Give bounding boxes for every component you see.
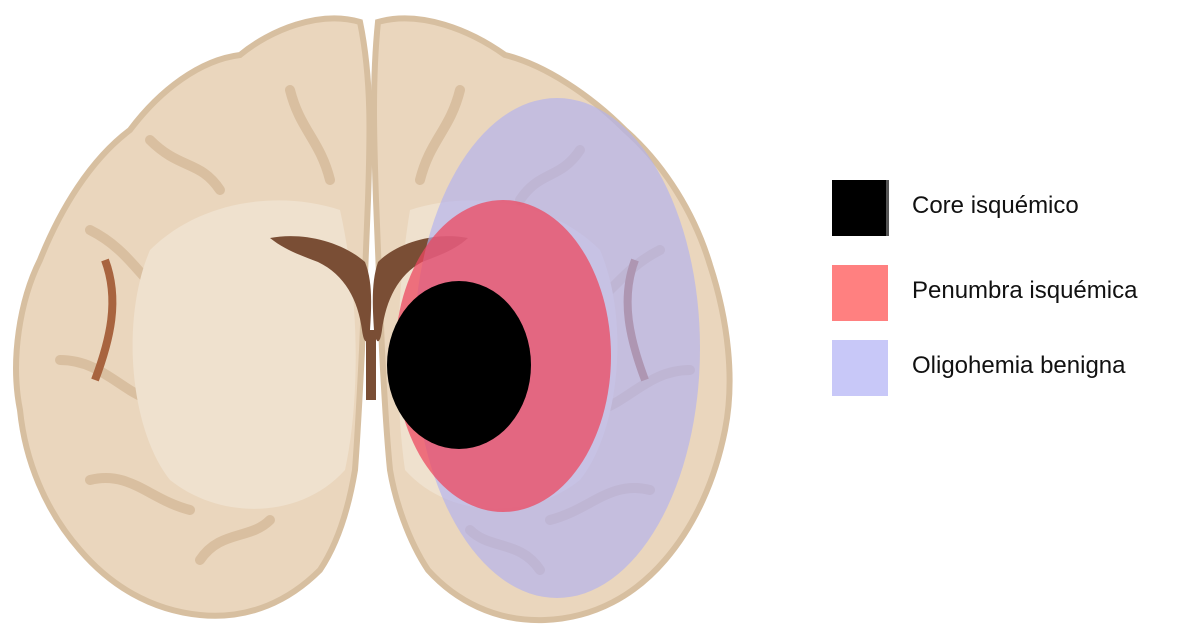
legend-label-core: Core isquémico xyxy=(912,192,1079,220)
core-region xyxy=(387,281,531,449)
legend-item-oligohemia: Oligohemia benigna xyxy=(832,340,1182,396)
legend-swatch-penumbra xyxy=(832,265,888,321)
legend: Core isquémico Penumbra isquémica Oligoh… xyxy=(832,180,1182,400)
third-ventricle xyxy=(366,330,376,400)
legend-item-core: Core isquémico xyxy=(832,180,1182,236)
legend-label-penumbra: Penumbra isquémica xyxy=(912,277,1137,305)
legend-swatch-oligohemia xyxy=(832,340,888,396)
legend-swatch-core xyxy=(832,180,889,236)
legend-label-oligohemia: Oligohemia benigna xyxy=(912,352,1125,380)
legend-item-penumbra: Penumbra isquémica xyxy=(832,265,1182,321)
